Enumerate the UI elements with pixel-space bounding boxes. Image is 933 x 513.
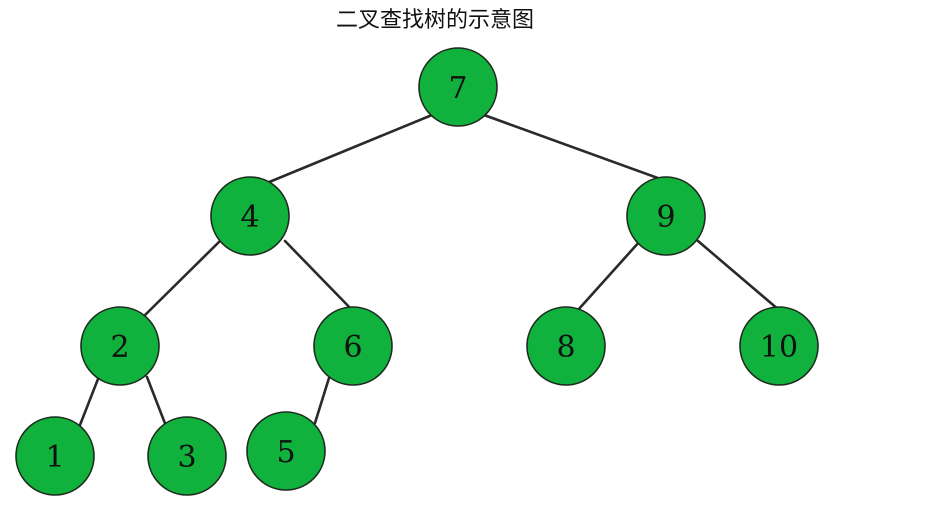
node-label: 4	[240, 200, 259, 235]
edge-2-3	[145, 375, 168, 428]
node-circle	[313, 306, 393, 386]
tree-node: 6	[313, 306, 393, 386]
node-label: 5	[276, 435, 295, 470]
node-circle	[80, 306, 160, 386]
node-label: 8	[556, 330, 575, 365]
tree-node: 7	[418, 47, 498, 127]
tree-node: 5	[246, 411, 326, 491]
node-label: 1	[45, 440, 64, 475]
tree-node: 9	[626, 176, 706, 256]
tree-node: 10	[739, 306, 819, 386]
node-label: 7	[448, 71, 467, 106]
node-label: 6	[343, 330, 362, 365]
node-circle	[418, 47, 498, 127]
node-circle	[147, 416, 227, 496]
node-circle	[246, 411, 326, 491]
tree-node: 3	[147, 416, 227, 496]
tree-node: 4	[210, 176, 290, 256]
edges	[78, 113, 781, 428]
edge-7-9	[482, 113, 668, 183]
node-circle	[210, 176, 290, 256]
edge-2-1	[78, 377, 100, 427]
edge-9-8	[576, 239, 642, 312]
node-circle	[626, 176, 706, 256]
node-label: 3	[177, 440, 196, 475]
nodes: 7 4 9 2 6 8 10 1	[15, 47, 819, 496]
node-circle	[526, 306, 606, 386]
diagram-title: 二叉查找树的示意图	[336, 8, 534, 33]
edge-4-2	[138, 237, 224, 322]
tree-node: 2	[80, 306, 160, 386]
node-label: 10	[760, 330, 798, 365]
node-circle	[15, 416, 95, 496]
tree-node: 1	[15, 416, 95, 496]
edge-6-5	[313, 376, 331, 425]
edge-9-10	[696, 239, 781, 312]
tree-node: 8	[526, 306, 606, 386]
node-label: 9	[656, 200, 675, 235]
node-label: 2	[110, 330, 129, 365]
node-circle	[739, 306, 819, 386]
edge-4-6	[283, 239, 358, 316]
edge-7-4	[260, 113, 434, 187]
